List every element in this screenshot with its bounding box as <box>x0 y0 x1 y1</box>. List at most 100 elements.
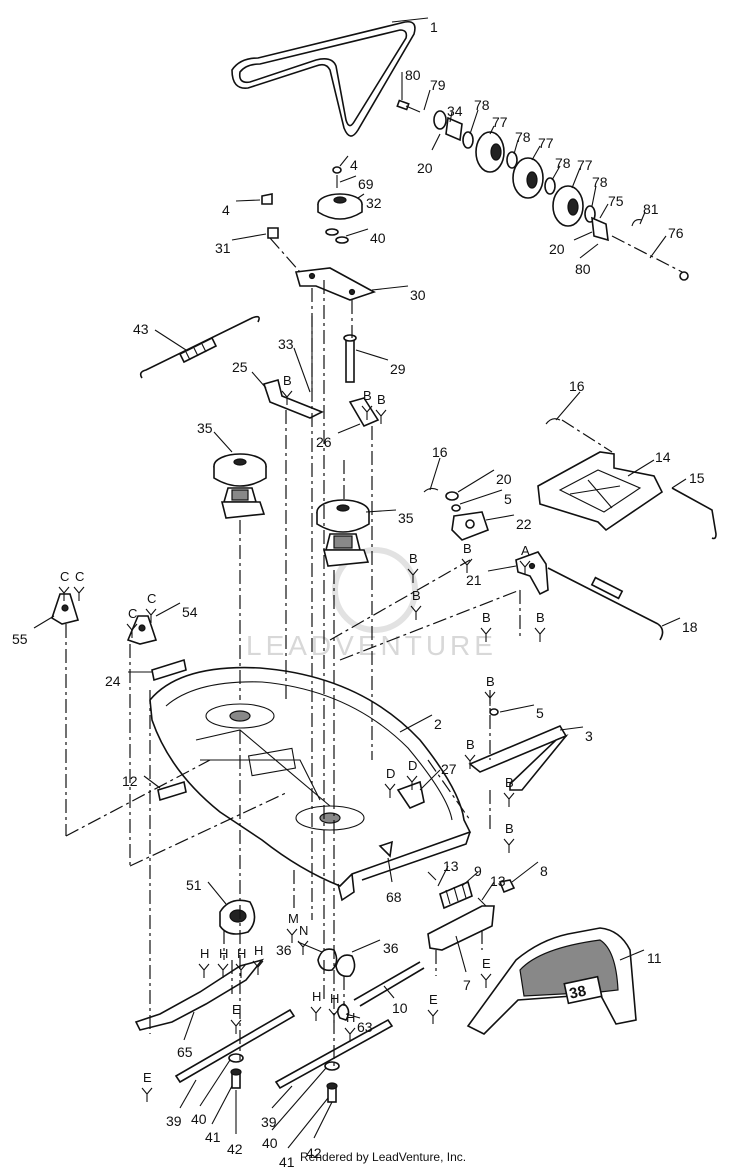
belt <box>231 20 416 137</box>
reference-letter-b: B <box>505 775 514 790</box>
callout-78: 78 <box>515 129 531 145</box>
callout-30: 30 <box>410 287 426 303</box>
callout-76: 76 <box>668 225 684 241</box>
callout-40: 40 <box>191 1111 207 1127</box>
reference-arrow <box>461 558 473 573</box>
credit-line: Rendered by LeadVenture, Inc. <box>300 1150 467 1164</box>
callout-39: 39 <box>261 1114 277 1130</box>
callout-42: 42 <box>306 1145 322 1161</box>
reference-arrow <box>344 1027 356 1042</box>
reference-letter-b: B <box>363 388 372 403</box>
reference-arrow <box>503 838 515 853</box>
reference-letter-b: B <box>409 551 418 566</box>
callout-65: 65 <box>177 1044 193 1060</box>
reference-letter-b: B <box>412 588 421 603</box>
reference-letter-h: H <box>219 946 228 961</box>
decal-38-text: 38 <box>568 983 588 1003</box>
reference-arrow <box>484 691 496 706</box>
reference-letter-e: E <box>232 1002 241 1017</box>
watermark-logo: LEADVENTURE <box>246 547 497 661</box>
callout-33: 33 <box>278 336 294 352</box>
callout-18: 18 <box>682 619 698 635</box>
reference-letter-m: M <box>288 911 299 926</box>
decal-12 <box>157 780 187 802</box>
blade-adapters <box>219 899 356 978</box>
callout-42: 42 <box>227 1141 243 1157</box>
bracket-3 <box>468 708 569 791</box>
callout-80: 80 <box>575 261 591 277</box>
reference-arrow <box>58 586 70 601</box>
watermark-text: LEADVENTURE <box>246 630 497 661</box>
callout-77: 77 <box>492 114 508 130</box>
blade-39-left <box>174 1008 296 1084</box>
reference-arrow <box>375 409 387 424</box>
reference-arrow <box>126 623 138 638</box>
reference-arrow <box>297 940 309 955</box>
callout-34: 34 <box>447 103 463 119</box>
callout-77: 77 <box>577 157 593 173</box>
callout-35: 35 <box>197 420 213 436</box>
callout-36: 36 <box>276 942 292 958</box>
center-pulley <box>261 166 363 244</box>
callout-16: 16 <box>432 444 448 460</box>
callout-20: 20 <box>417 160 433 176</box>
callout-20: 20 <box>549 241 565 257</box>
idler-pulley-assembly <box>396 99 689 281</box>
callout-12: 12 <box>122 773 138 789</box>
callout-32: 32 <box>366 195 382 211</box>
callout-69: 69 <box>358 176 374 192</box>
reference-arrow <box>230 1019 242 1034</box>
reference-letter-a: A <box>521 543 530 558</box>
leader-lines <box>33 17 687 1149</box>
callout-78: 78 <box>555 155 571 171</box>
callout-4: 4 <box>350 157 358 173</box>
reference-arrow <box>281 390 293 405</box>
bracket-30 <box>294 267 376 301</box>
reference-arrow <box>217 963 229 978</box>
spindle-right-35 <box>316 499 370 567</box>
reference-letter-c: C <box>60 569 69 584</box>
callout-2: 2 <box>434 716 442 732</box>
callout-68: 68 <box>386 889 402 905</box>
reference-arrow <box>410 605 422 620</box>
callout-15: 15 <box>689 470 705 486</box>
callout-13: 13 <box>443 858 459 874</box>
reference-arrow <box>73 586 85 601</box>
callout-41: 41 <box>279 1154 295 1169</box>
callout-14: 14 <box>655 449 671 465</box>
reference-letter-e: E <box>429 992 438 1007</box>
callout-40: 40 <box>262 1135 278 1151</box>
reference-arrow <box>480 973 492 988</box>
callout-43: 43 <box>133 321 149 337</box>
reference-letter-h: H <box>237 946 246 961</box>
reference-arrow <box>427 1009 439 1024</box>
callout-4: 4 <box>222 202 230 218</box>
callout-26: 26 <box>316 434 332 450</box>
reference-letter-b: B <box>536 610 545 625</box>
reference-letter-h: H <box>330 991 339 1006</box>
callout-36: 36 <box>383 940 399 956</box>
callout-75: 75 <box>608 193 624 209</box>
lift-bracket-14 <box>537 418 717 540</box>
callout-25: 25 <box>232 359 248 375</box>
mower-deck <box>149 666 472 902</box>
callout-16: 16 <box>569 378 585 394</box>
callout-5: 5 <box>504 491 512 507</box>
reference-letter-b: B <box>505 821 514 836</box>
spring-rod-43 <box>139 315 260 379</box>
spindle-left-35 <box>213 453 267 519</box>
reference-letter-d: D <box>408 758 417 773</box>
reference-letter-h: H <box>200 946 209 961</box>
reference-letter-d: D <box>386 766 395 781</box>
callout-51: 51 <box>186 877 202 893</box>
callout-20: 20 <box>496 471 512 487</box>
callout-35: 35 <box>398 510 414 526</box>
reference-letter-b: B <box>377 392 386 407</box>
reference-arrow <box>384 783 396 798</box>
reference-arrow <box>286 928 298 943</box>
callout-11: 11 <box>647 950 662 966</box>
callout-9: 9 <box>474 863 482 879</box>
callout-5: 5 <box>536 705 544 721</box>
